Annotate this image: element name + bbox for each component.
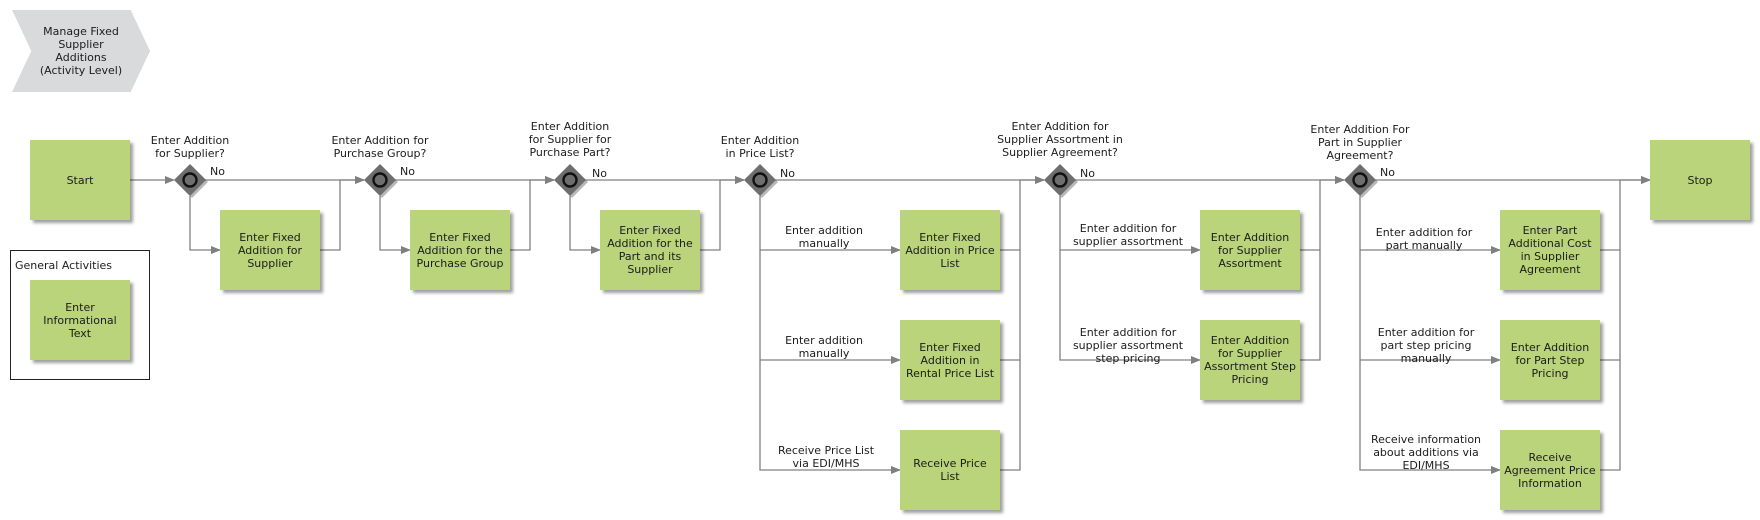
enter-fixed-addition-price-list-activity[interactable]: Enter Fixed Addition in Price List (900, 210, 1000, 290)
enter-informational-text-activity[interactable]: Enter Informational Text (30, 280, 130, 360)
enter-addition-supplier-assortment-step-pricing-activity[interactable]: Enter Addition for Supplier Assortment S… (1200, 320, 1300, 400)
gateway-question: Enter Addition For Part in Supplier Agre… (1310, 123, 1410, 162)
sequence-flow (1359, 360, 1501, 474)
process-title-shape (12, 10, 150, 92)
gateway-diamond[interactable] (554, 164, 588, 198)
sequence-flow (569, 196, 601, 254)
gateway-question: Enter Addition in Price List? (720, 134, 800, 160)
gateway-question: Enter Addition for Supplier? (150, 134, 230, 160)
sequence-flow (700, 176, 745, 251)
enter-part-additional-cost-activity[interactable]: Enter Part Additional Cost in Supplier A… (1500, 210, 1600, 290)
gateway-diamond[interactable] (1344, 164, 1378, 198)
stop-event[interactable]: Stop (1650, 140, 1750, 220)
gateway-question: Enter Addition for Supplier for Purchase… (528, 120, 612, 159)
general-activities-title: General Activities (15, 259, 113, 272)
gateways (174, 164, 1378, 198)
start-event[interactable]: Start (30, 140, 130, 220)
gateway-diamond[interactable] (174, 164, 208, 198)
gateway-diamond[interactable] (744, 164, 778, 198)
sequence-flow (379, 196, 411, 254)
sequence-flow (1600, 360, 1621, 471)
process-title: Manage Fixed Supplier Additions (Activit… (39, 25, 123, 77)
gateway-question: Enter Addition for Supplier Assortment i… (997, 120, 1123, 159)
sequence-flow (1000, 250, 1021, 361)
edge-label: Enter addition for part step pricing man… (1377, 326, 1475, 365)
sequence-flow (759, 360, 901, 474)
sequence-flow (1300, 250, 1321, 361)
receive-agreement-price-information-activity[interactable]: Receive Agreement Price Information (1500, 430, 1600, 510)
edge-label: Enter addition for supplier assortment (1072, 222, 1184, 248)
edge-label: Enter addition manually (785, 224, 863, 250)
sequence-flow (1600, 176, 1651, 251)
sequence-flow (510, 176, 555, 251)
edge-label: Receive information about additions via … (1370, 433, 1482, 472)
receive-price-list-activity[interactable]: Receive Price List (900, 430, 1000, 510)
sequence-flow (1600, 250, 1621, 361)
no-label: No (400, 165, 415, 178)
sequence-flow (1000, 360, 1021, 471)
edge-label: Enter addition for part manually (1375, 226, 1473, 252)
gateway-diamond[interactable] (1044, 164, 1078, 198)
enter-addition-supplier-assortment-activity[interactable]: Enter Addition for Supplier Assortment (1200, 210, 1300, 290)
gateway-diamond[interactable] (364, 164, 398, 198)
sequence-flow (189, 196, 221, 254)
sequence-flow (1000, 176, 1045, 251)
edge-label: Enter addition manually (785, 334, 863, 360)
enter-fixed-addition-supplier-activity[interactable]: Enter Fixed Addition for Supplier (220, 210, 320, 290)
enter-fixed-addition-rental-price-list-activity[interactable]: Enter Fixed Addition in Rental Price Lis… (900, 320, 1000, 400)
sequence-flow (1300, 176, 1345, 251)
enter-fixed-addition-purchase-group-activity[interactable]: Enter Fixed Addition for the Purchase Gr… (410, 210, 510, 290)
connectors (130, 176, 1651, 474)
gateway-question: Enter Addition for Purchase Group? (331, 134, 429, 160)
edge-label: Enter addition for supplier assortment s… (1072, 326, 1184, 365)
enter-fixed-addition-part-supplier-activity[interactable]: Enter Fixed Addition for the Part and it… (600, 210, 700, 290)
no-label: No (1380, 166, 1395, 179)
no-label: No (780, 167, 795, 180)
enter-addition-part-step-pricing-activity[interactable]: Enter Addition for Part Step Pricing (1500, 320, 1600, 400)
sequence-flow (320, 176, 365, 251)
no-label: No (592, 167, 607, 180)
edge-label: Receive Price List via EDI/MHS (777, 444, 875, 470)
no-label: No (210, 165, 225, 178)
no-label: No (1080, 167, 1095, 180)
general-activities-box: General Activities (10, 250, 150, 380)
sequence-flow (1059, 250, 1201, 364)
